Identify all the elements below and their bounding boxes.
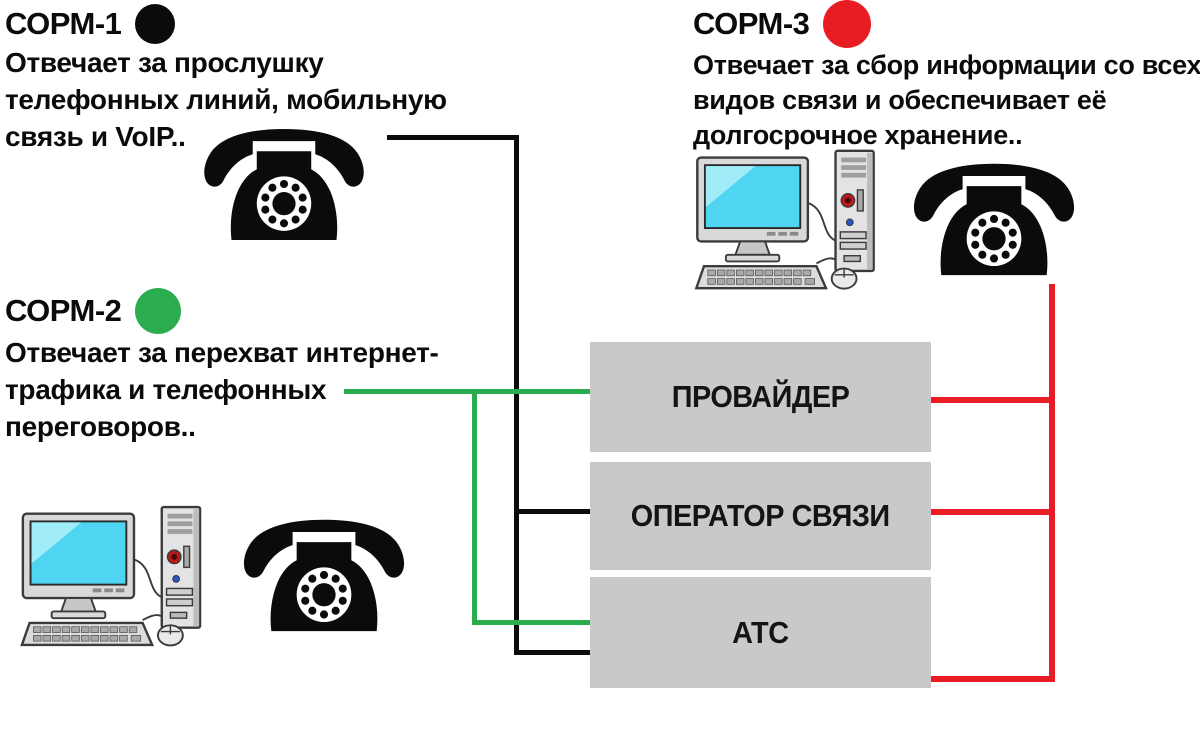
- sorm2-desc-line: Отвечает за перехват интернет-: [5, 337, 439, 368]
- sorm1-title: СОРМ-1: [5, 6, 122, 41]
- sorm1-title-row: СОРМ-1: [5, 4, 447, 44]
- provider-box-label: ПРОВАЙДЕР: [671, 379, 850, 414]
- sorm1-trunk-line-v: [514, 135, 519, 655]
- rotary-phone-icon-sorm2: [243, 517, 405, 638]
- desktop-computer-icon-sorm3: [694, 148, 876, 291]
- rotary-phone-icon-sorm3: [913, 161, 1075, 282]
- sorm3-desc-line: видов связи и обеспечивает её: [693, 85, 1107, 115]
- operator-box-label: ОПЕРАТОР СВЯЗИ: [631, 498, 890, 533]
- sorm2-legend: СОРМ-2 Отвечает за перехват интернет- тр…: [5, 288, 439, 445]
- sorm1-desc-line: телефонных линий, мобильную: [5, 84, 447, 115]
- sorm2-to-ats-line: [472, 620, 592, 625]
- sorm2-title-row: СОРМ-2: [5, 288, 439, 334]
- ats-box-label: АТС: [732, 614, 789, 650]
- sorm2-to-provider-line: [344, 389, 592, 394]
- sorm3-red-circle-icon: [823, 0, 872, 48]
- sorm3-desc-line: Отвечает за сбор информации со всех: [693, 50, 1200, 80]
- sorm1-legend: СОРМ-1 Отвечает за прослушку телефонных …: [5, 4, 447, 155]
- sorm1-phone-line-h: [387, 135, 519, 140]
- sorm3-legend: СОРМ-3 Отвечает за сбор информации со вс…: [693, 0, 1200, 153]
- sorm3-to-ats-line: [926, 676, 1055, 682]
- sorm2-trunk-line-v: [472, 389, 477, 623]
- sorm2-desc-line: переговоров..: [5, 411, 196, 442]
- ats-box: АТС: [590, 577, 931, 688]
- sorm1-black-circle-icon: [135, 4, 176, 44]
- provider-box: ПРОВАЙДЕР: [590, 342, 931, 452]
- sorm1-desc-line: связь и VoIP..: [5, 121, 186, 152]
- sorm3-title-row: СОРМ-3: [693, 0, 1200, 48]
- sorm3-to-operator-line: [929, 509, 1055, 515]
- sorm3-desc-line: долгосрочное хранение..: [693, 120, 1023, 150]
- sorm2-title: СОРМ-2: [5, 293, 122, 328]
- sorm1-to-ats-line: [514, 650, 592, 655]
- sorm2-green-circle-icon: [135, 288, 182, 334]
- sorm3-title: СОРМ-3: [693, 6, 810, 41]
- sorm1-to-operator-line: [514, 509, 592, 514]
- sorm1-desc-line: Отвечает за прослушку: [5, 47, 324, 78]
- rotary-phone-icon-sorm1: [203, 127, 365, 246]
- desktop-computer-icon-sorm2: [20, 501, 202, 651]
- sorm2-desc-line: трафика и телефонных: [5, 374, 327, 405]
- sorm3-trunk-line-v: [1049, 284, 1055, 682]
- sorm3-to-provider-line: [929, 397, 1055, 403]
- operator-box: ОПЕРАТОР СВЯЗИ: [590, 462, 931, 570]
